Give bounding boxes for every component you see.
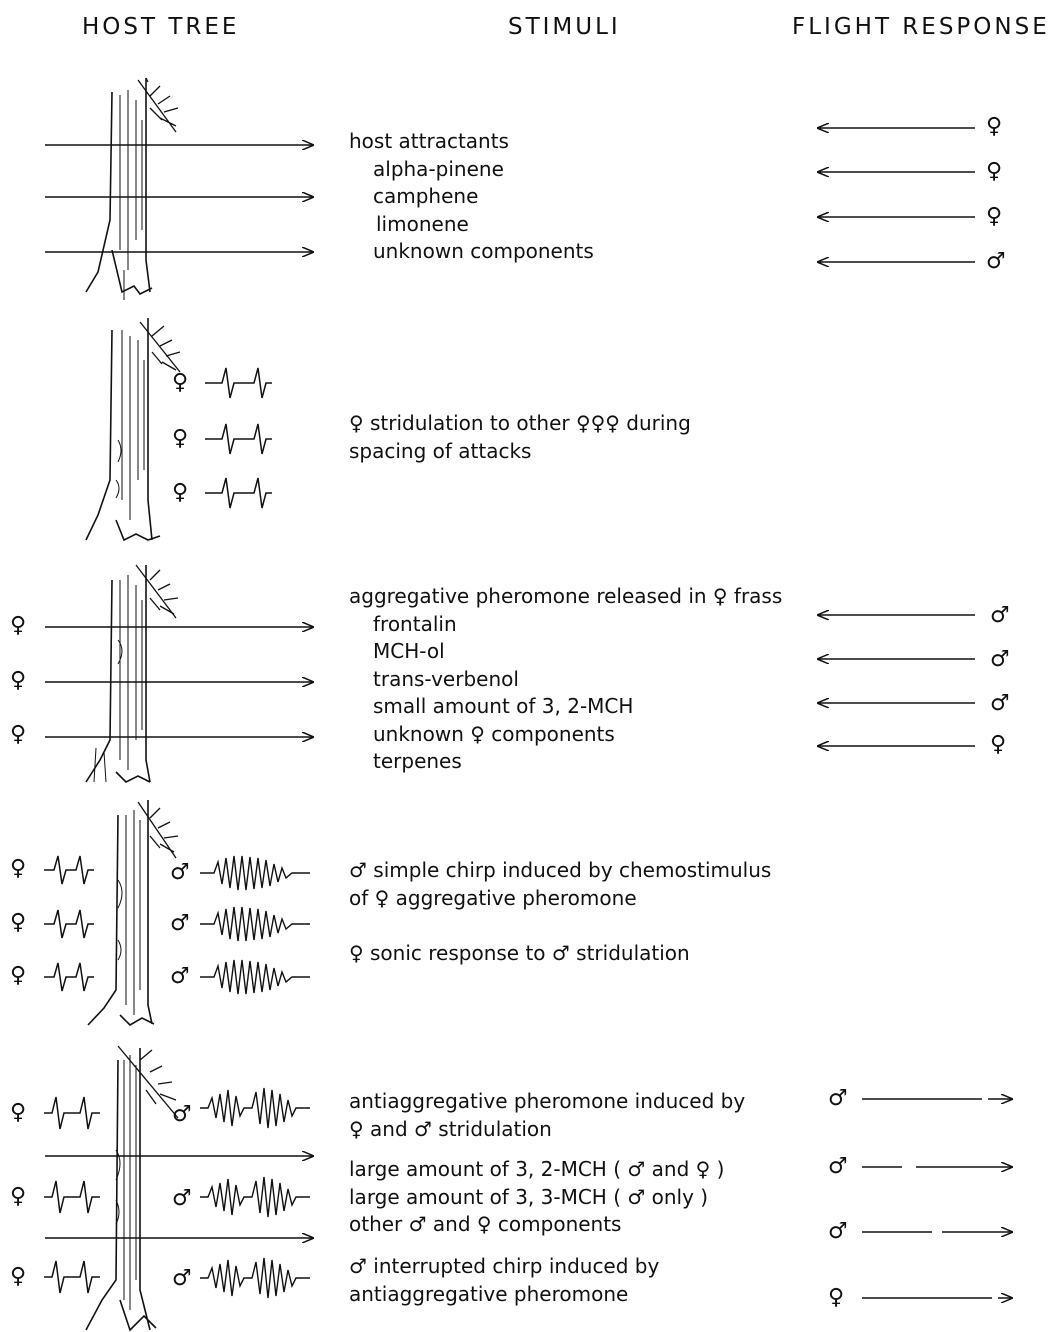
flight-response-symbol: ♀ [990, 732, 1007, 757]
flight-arrows-3 [818, 615, 975, 746]
host-arrows-1 [45, 145, 313, 252]
stimulus-line [349, 912, 771, 940]
chirp-waves-4-male [200, 855, 310, 995]
host-tree-3 [85, 564, 179, 783]
stimuli-block-5c: ♂ interrupted chirp induced by antiaggre… [349, 1253, 659, 1308]
chirp-waves-5-female [44, 1096, 100, 1294]
tree-beetle-symbol: ♂ [170, 911, 190, 936]
chirp-waves-2 [205, 367, 272, 509]
flight-response-symbol: ♂ [990, 691, 1010, 716]
stimulus-line: trans-verbenol [373, 666, 519, 691]
tree-beetle-symbol: ♀ [10, 963, 27, 988]
stimulus-line: antiaggregative pheromone [349, 1281, 629, 1306]
tree-beetle-symbol: ♀ [10, 910, 27, 935]
stimulus-line: spacing of attacks [349, 438, 532, 463]
header-flight-response: FLIGHT RESPONSE [792, 14, 1050, 40]
stimulus-line: large amount of 3, 3-MCH ( ♂ only ) [349, 1184, 709, 1209]
stimuli-block-3: aggregative pheromone released in ♀ fras… [349, 583, 782, 776]
tree-beetle-symbol: ♀ [10, 1184, 27, 1209]
host-arrows-5 [45, 1156, 313, 1238]
stimulus-line: ♂ interrupted chirp induced by [349, 1254, 660, 1278]
stimuli-block-5a: antiaggregative pheromone induced by ♀ a… [349, 1088, 745, 1143]
tree-beetle-symbol: ♀ [10, 668, 27, 693]
tree-beetle-symbol: ♂ [172, 1102, 192, 1127]
tree-beetle-symbol: ♂ [172, 1186, 192, 1211]
flight-response-symbol: ♀ [828, 1285, 845, 1310]
tree-beetle-symbol: ♀ [172, 370, 189, 395]
stimuli-block-4: ♂ simple chirp induced by chemostimulus … [349, 857, 771, 967]
stimulus-line: ♀ sonic response to ♂ stridulation [349, 940, 690, 965]
chirp-waves-5-male [200, 1087, 310, 1299]
stimulus-line: ♀ stridulation to other ♀♀♀ during [349, 411, 691, 435]
tree-beetle-symbol: ♀ [10, 1100, 27, 1125]
tree-beetle-symbol: ♀ [10, 613, 27, 638]
stimulus-line: other ♂ and ♀ components [349, 1212, 622, 1236]
host-tree-4 [87, 800, 179, 1027]
stimulus-line: large amount of 3, 2-MCH ( ♂ and ♀ ) [349, 1157, 725, 1181]
flight-arrows-1 [818, 128, 975, 262]
tree-beetle-symbol: ♀ [10, 722, 27, 747]
flight-response-symbol: ♂ [990, 603, 1010, 628]
stimulus-line: unknown components [373, 239, 594, 263]
host-tree-5 [85, 1045, 179, 1332]
stimulus-line: aggregative pheromone released in ♀ fras… [349, 584, 783, 608]
stimuli-block-1: host attractants alpha-pinene camphene l… [349, 128, 594, 266]
stimulus-line: of ♀ aggregative pheromone [349, 885, 637, 910]
stimulus-line: camphene [373, 184, 479, 208]
flight-response-symbol: ♂ [828, 1154, 848, 1179]
stimulus-line: ♀ and ♂ stridulation [349, 1116, 552, 1141]
header-host-tree: HOST TREE [82, 14, 240, 40]
stimulus-line: limonene [376, 211, 469, 236]
stimulus-line: MCH-ol [373, 639, 445, 663]
tree-beetle-symbol: ♂ [170, 860, 190, 885]
host-arrows-3 [45, 627, 313, 737]
stimulus-line: alpha-pinene [373, 156, 504, 181]
stimuli-block-2: ♀ stridulation to other ♀♀♀ during spaci… [349, 410, 691, 465]
tree-beetle-symbol: ♀ [172, 480, 189, 505]
tree-beetle-symbol: ♀ [172, 426, 189, 451]
stimulus-line: small amount of 3, 2-MCH [373, 694, 634, 718]
flight-response-symbol: ♂ [828, 1219, 848, 1244]
stimulus-line: frontalin [373, 611, 457, 636]
header-stimuli: STIMULI [508, 14, 621, 40]
flight-response-symbol: ♀ [986, 159, 1003, 184]
flight-response-symbol: ♀ [986, 204, 1003, 229]
stimulus-line: host attractants [349, 129, 509, 153]
tree-beetle-symbol: ♀ [10, 1264, 27, 1289]
flight-response-symbol: ♀ [986, 114, 1003, 139]
tree-beetle-symbol: ♂ [172, 1266, 192, 1291]
stimuli-block-5b: large amount of 3, 2-MCH ( ♂ and ♀ ) lar… [349, 1156, 724, 1239]
host-tree-2 [85, 318, 181, 542]
chirp-waves-4-female [44, 855, 94, 992]
flight-response-symbol: ♂ [990, 647, 1010, 672]
stimulus-line: antiaggregative pheromone induced by [349, 1089, 746, 1113]
stimulus-line: terpenes [373, 749, 462, 773]
flight-arrows-5 [862, 1099, 1012, 1298]
stimulus-line: ♂ simple chirp induced by chemostimulus [349, 858, 772, 882]
flight-response-symbol: ♂ [828, 1086, 848, 1111]
tree-beetle-symbol: ♀ [10, 856, 27, 881]
flight-response-symbol: ♂ [986, 249, 1006, 274]
stimulus-line: unknown ♀ components [373, 721, 615, 746]
tree-beetle-symbol: ♂ [170, 964, 190, 989]
host-tree-1 [85, 77, 179, 300]
